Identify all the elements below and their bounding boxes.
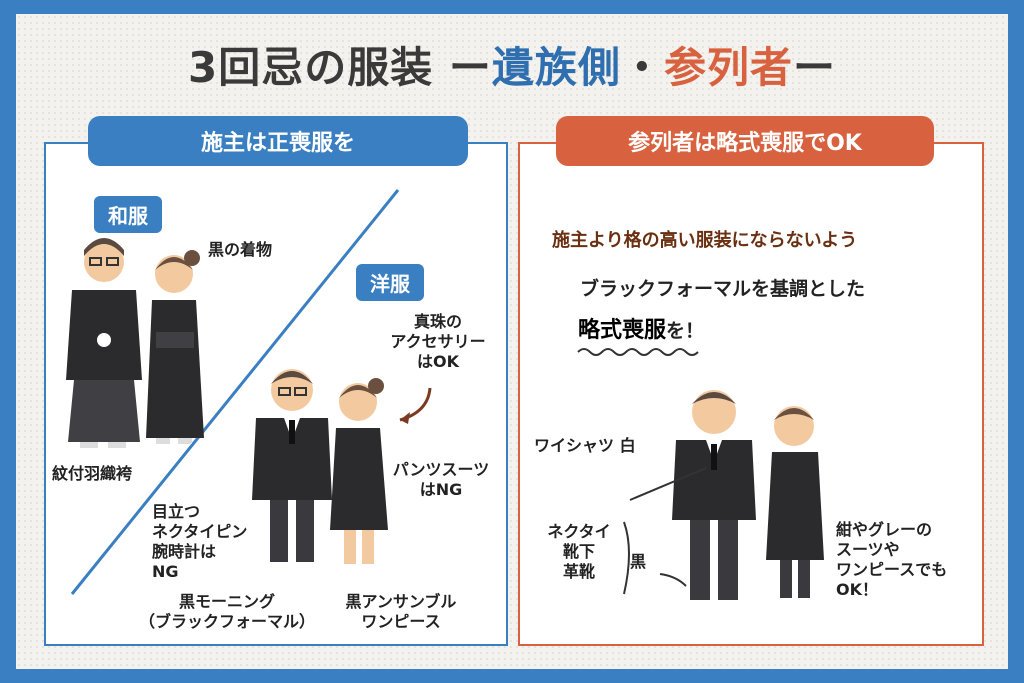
title-dash-right: ー (792, 43, 836, 92)
hakama-label: 紋付羽織袴 (52, 464, 133, 483)
black-arrow (659, 573, 687, 587)
title-attendee: 参列者 (663, 43, 793, 92)
ensemble-woman-figure (330, 378, 388, 564)
title-dash-left: ー (448, 43, 492, 92)
emphasis-line: 略式喪服を！ (578, 312, 704, 344)
title-dot: ・ (620, 43, 664, 92)
suit-woman-figure (766, 406, 824, 598)
navy-label: 紺やグレーの スーツや ワンピースでも OK！ (836, 520, 948, 599)
left-panel-header: 施主は正喪服を (88, 116, 468, 166)
emphasis-wave (577, 348, 699, 356)
warning-text: 施主より格の高い服装にならないよう (552, 230, 858, 251)
shirt-pointer-line (629, 467, 707, 501)
kimono-label: 黒の着物 (208, 240, 273, 259)
ensemble-label: 黒アンサンブル ワンピース (345, 592, 457, 631)
emphasis-text: 略式喪服 (578, 318, 667, 343)
right-panel (518, 142, 984, 646)
base-text: ブラックフォーマルを基調とした (580, 278, 866, 300)
emphasis-suffix: を！ (666, 320, 705, 342)
title-family-side: 遺族側 (491, 43, 621, 92)
pearl-label: 真珠の アクセサリー はOK (390, 312, 486, 371)
kimono-woman-figure (146, 250, 204, 444)
ng-label: 目立つ ネクタイピン 腕時計は NG (152, 502, 248, 581)
diagonal-divider (70, 189, 400, 595)
right-panel-header: 参列者は略式喪服でOK (556, 116, 934, 166)
wafuku-tag: 和服 (94, 196, 162, 233)
pearl-arrow (399, 387, 432, 422)
morning-label: 黒モーニング （ブラックフォーマル） (138, 592, 315, 631)
title-main: 3回忌の服装 (188, 43, 434, 92)
youfuku-tag: 洋服 (356, 264, 424, 301)
pants-label: パンツスーツ はNG (392, 460, 490, 499)
black-label: 黒 (630, 552, 647, 571)
items-brace (623, 521, 630, 595)
morning-man-figure (252, 369, 332, 562)
kimono-man-figure (66, 238, 142, 448)
items-label: ネクタイ 靴下 革靴 (547, 522, 611, 581)
shirt-label: ワイシャツ 白 (534, 436, 636, 455)
page-title: 3回忌の服装 ー遺族側・参列者ー (0, 34, 1024, 95)
suit-man-figure (672, 390, 756, 600)
